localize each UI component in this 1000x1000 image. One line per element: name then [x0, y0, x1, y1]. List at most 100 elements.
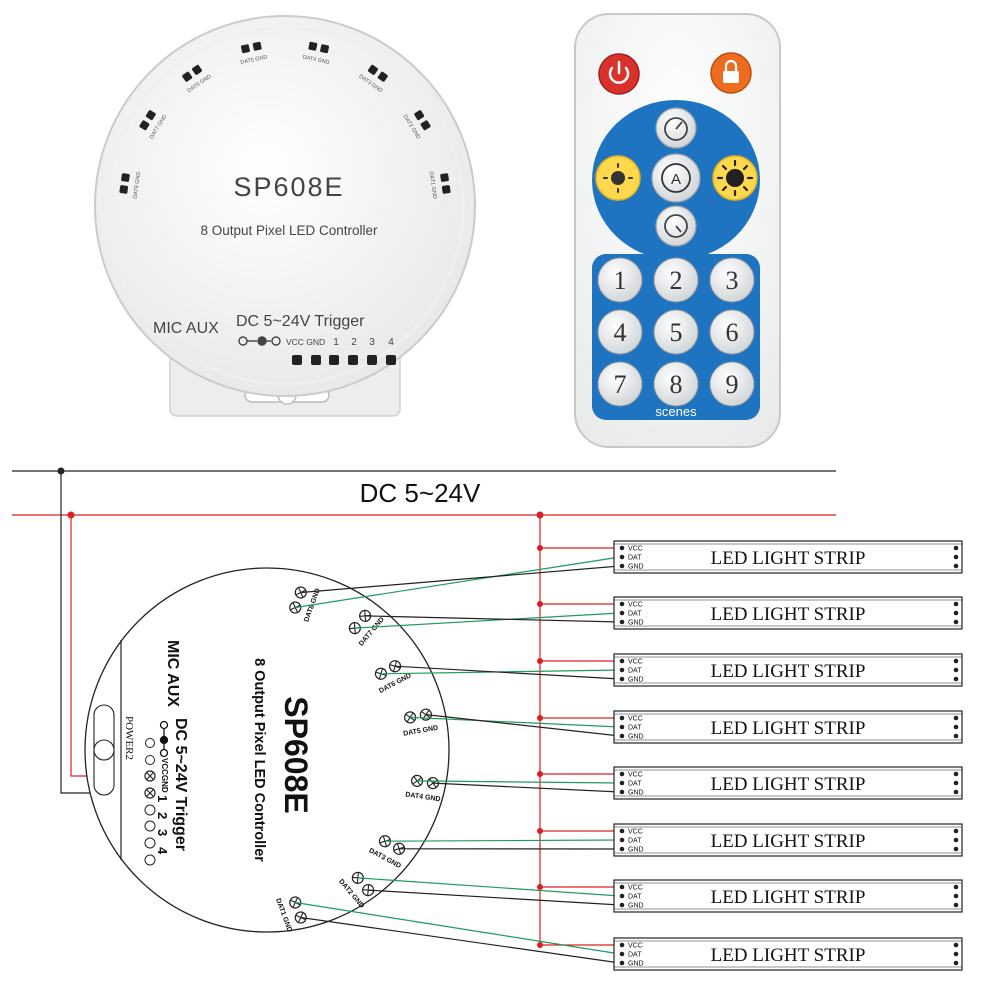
strip-input-pad: [619, 676, 625, 682]
port-label: DAT8 GND: [133, 171, 143, 199]
scene-key-9[interactable]: [709, 361, 755, 407]
auto-mode-button[interactable]: [651, 153, 701, 203]
diagram-port-cross: [390, 661, 400, 672]
trigger-hole: [311, 355, 321, 365]
port-hole: [252, 41, 262, 51]
scene-key-6[interactable]: [709, 309, 755, 355]
data-wire: [295, 901, 621, 955]
strip-output-pad: [953, 667, 959, 673]
trigger-hole: [329, 355, 339, 365]
scene-key-8[interactable]: [653, 361, 699, 407]
led-strip-body: [613, 710, 963, 744]
gnd-wire: [365, 615, 621, 623]
scene-key-1[interactable]: [597, 257, 643, 303]
strip-pin-label: VCC: [628, 716, 643, 723]
trigger-hole: [386, 355, 396, 365]
strip-output-pad: [953, 884, 959, 890]
strip-input-pad: [619, 545, 625, 551]
scene-key-2[interactable]: [653, 257, 699, 303]
strip-input-pad: [619, 960, 625, 966]
strip-pin-label: DAT: [628, 781, 642, 788]
led-strip-label: LED LIGHT STRIP: [711, 887, 866, 908]
data-wire: [295, 556, 621, 609]
diagram-port-cross: [421, 710, 431, 719]
diagram-trigger-hole: [144, 854, 156, 866]
scene-key-4[interactable]: [597, 309, 643, 355]
scene-key-label: 2: [670, 266, 683, 295]
diagram-port-cross: [290, 602, 300, 613]
trigger-number-3: 3: [369, 337, 375, 348]
strip-input-pad: [619, 846, 625, 852]
strip-pin-label: GND: [628, 564, 644, 571]
strip-input-pad: [619, 828, 625, 834]
strip-output-pad: [953, 733, 959, 739]
data-wire: [384, 839, 621, 842]
strip-output-pad: [953, 837, 959, 843]
strip-pin-label: DAT: [628, 611, 642, 618]
strip-input-pad: [619, 715, 625, 721]
controller-subtitle: 8 Output Pixel LED Controller: [200, 223, 378, 238]
strip-pin-label: VCC: [628, 602, 643, 609]
strip-pin-label: GND: [628, 620, 644, 627]
led-strip-label: LED LIGHT STRIP: [711, 831, 866, 852]
port-hole: [240, 44, 250, 54]
diagram-trigger-number-4: 4: [155, 847, 170, 855]
gauge-down-icon: [664, 214, 688, 238]
power-icon: [608, 66, 630, 84]
port-hole: [145, 110, 156, 121]
trigger-number-1: 1: [333, 337, 339, 348]
strip-output-pad: [953, 658, 959, 664]
strip-output-pad: [953, 846, 959, 852]
scene-key-3[interactable]: [709, 257, 755, 303]
port-hole: [119, 185, 129, 194]
scene-key-label: 6: [726, 318, 739, 347]
strip-input-pad: [619, 789, 625, 795]
led-strip-label: LED LIGHT STRIP: [711, 548, 866, 569]
output-port-4: DAT4 GND: [302, 41, 330, 66]
diagram-trigger-terminals: [144, 804, 156, 866]
led-strips: VCC DAT GND LED LIGHT STRIP VCC DAT GND LED LIG…: [613, 540, 963, 971]
output-port-5: DAT5 GND: [240, 41, 268, 66]
diagram-trigger-number-2: 2: [155, 812, 170, 819]
diagram-controller-body: [84, 567, 450, 933]
scene-key-label: 3: [726, 266, 739, 295]
strip-pin-label: DAT: [628, 838, 642, 845]
output-port-1: DAT1 GND: [428, 171, 451, 199]
led-strip-label: LED LIGHT STRIP: [711, 718, 866, 739]
port-hole: [368, 64, 378, 75]
strip-pin-label: DAT: [628, 725, 642, 732]
strip-pin-label: VCC: [628, 829, 643, 836]
data-wire: [357, 877, 621, 897]
strip-output-pad: [953, 545, 959, 551]
diagram-dc-jack-symbol: [159, 720, 169, 758]
scene-key-5[interactable]: [653, 309, 699, 355]
strip-pin-label: VCC: [628, 885, 643, 892]
diagram-power-terminals: [144, 770, 156, 799]
strip-input-pad: [619, 837, 625, 843]
scene-key-7[interactable]: [597, 361, 643, 407]
diagram-dc-trigger-label: DC 5~24V Trigger: [172, 718, 189, 851]
diagram-port-label: DAT4 GND: [405, 791, 441, 803]
strip-input-pad: [619, 610, 625, 616]
strip-pin-label: GND: [628, 734, 644, 741]
strip-pin-label: GND: [628, 790, 644, 797]
diagram-trigger-number-1: 1: [155, 795, 170, 802]
scene-key-label: 5: [670, 318, 683, 347]
port-hole: [121, 173, 130, 182]
port-hole: [420, 120, 431, 131]
strip-output-pad: [953, 828, 959, 834]
trigger-hole: [292, 355, 302, 365]
led-strip-4: VCC DAT GND LED LIGHT STRIP: [613, 710, 963, 744]
scene-key-label: 9: [726, 370, 739, 399]
gnd-wire: [425, 714, 621, 737]
gnd-wire: [432, 782, 621, 793]
diagram-mic-aux-label: MIC AUX: [164, 640, 181, 707]
trigger-number-2: 2: [351, 337, 357, 348]
strip-output-pad: [953, 715, 959, 721]
port-hole: [192, 64, 202, 75]
